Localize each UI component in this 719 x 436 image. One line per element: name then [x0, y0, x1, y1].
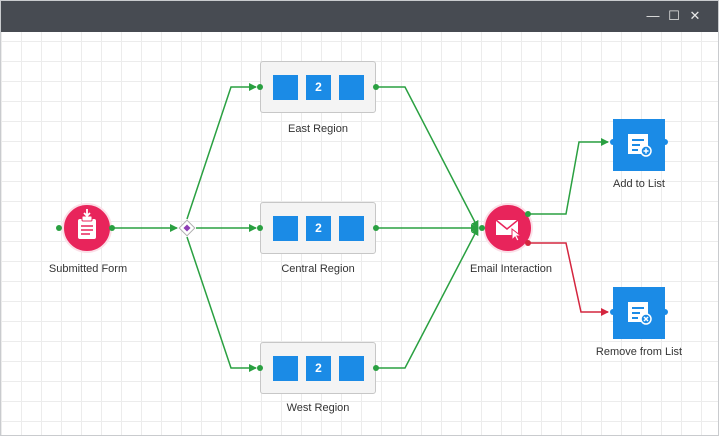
title-bar: — ☐ ✕ — [1, 1, 718, 32]
connector-email-to-remove — [528, 242, 609, 316]
input-port[interactable] — [257, 365, 263, 371]
email-interaction-label: Email Interaction — [470, 263, 552, 275]
remove-from-list-node[interactable] — [613, 287, 665, 339]
central-region-node[interactable]: 2 — [260, 202, 376, 254]
input-port[interactable] — [610, 139, 616, 145]
list-add-icon — [628, 134, 652, 157]
clipboard-form-icon — [78, 209, 96, 239]
connector-west-to-email — [378, 227, 479, 369]
region-step-box — [339, 75, 364, 100]
central-region-label: Central Region — [281, 263, 355, 275]
output-port-yes[interactable] — [525, 211, 531, 217]
region-step-box — [339, 356, 364, 381]
close-button[interactable]: ✕ — [689, 8, 701, 23]
diamond-gateway-icon[interactable] — [178, 219, 196, 237]
region-step-count: 2 — [306, 75, 331, 100]
region-step-box — [273, 356, 298, 381]
input-port[interactable] — [257, 225, 263, 231]
minimize-button[interactable]: — — [646, 8, 660, 23]
add-to-list-label: Add to List — [613, 178, 665, 190]
connector-layer — [112, 83, 609, 372]
add-to-list-node[interactable] — [613, 119, 665, 171]
output-port[interactable] — [109, 225, 115, 231]
email-interaction-node[interactable] — [483, 203, 533, 253]
output-port[interactable] — [373, 84, 379, 90]
output-port[interactable] — [373, 365, 379, 371]
input-port[interactable] — [56, 225, 62, 231]
region-step-box — [273, 75, 298, 100]
output-port-no[interactable] — [525, 240, 531, 246]
region-step-count: 2 — [306, 216, 331, 241]
output-port[interactable] — [662, 309, 668, 315]
region-step-box — [339, 216, 364, 241]
west-region-node[interactable]: 2 — [260, 342, 376, 394]
input-port[interactable] — [479, 225, 485, 231]
connector-email-to-add — [528, 138, 609, 215]
workflow-canvas[interactable]: Submitted Form 2 East Region 2 Central R… — [1, 32, 718, 435]
output-port[interactable] — [373, 225, 379, 231]
connector-gateway-to-west — [186, 236, 257, 372]
envelope-click-icon — [495, 219, 523, 242]
connector-gateway-to-east — [186, 83, 257, 220]
submitted-form-node[interactable] — [62, 203, 112, 253]
west-region-label: West Region — [286, 402, 350, 414]
connector-east-to-email — [378, 86, 479, 229]
submitted-form-label: Submitted Form — [48, 263, 128, 275]
input-port[interactable] — [610, 309, 616, 315]
input-port[interactable] — [257, 84, 263, 90]
east-region-node[interactable]: 2 — [260, 61, 376, 113]
region-step-box — [273, 216, 298, 241]
remove-from-list-label: Remove from List — [595, 346, 683, 358]
output-port[interactable] — [662, 139, 668, 145]
maximize-button[interactable]: ☐ — [668, 8, 680, 23]
list-remove-icon — [628, 302, 652, 325]
region-step-count: 2 — [306, 356, 331, 381]
east-region-label: East Region — [288, 123, 348, 135]
